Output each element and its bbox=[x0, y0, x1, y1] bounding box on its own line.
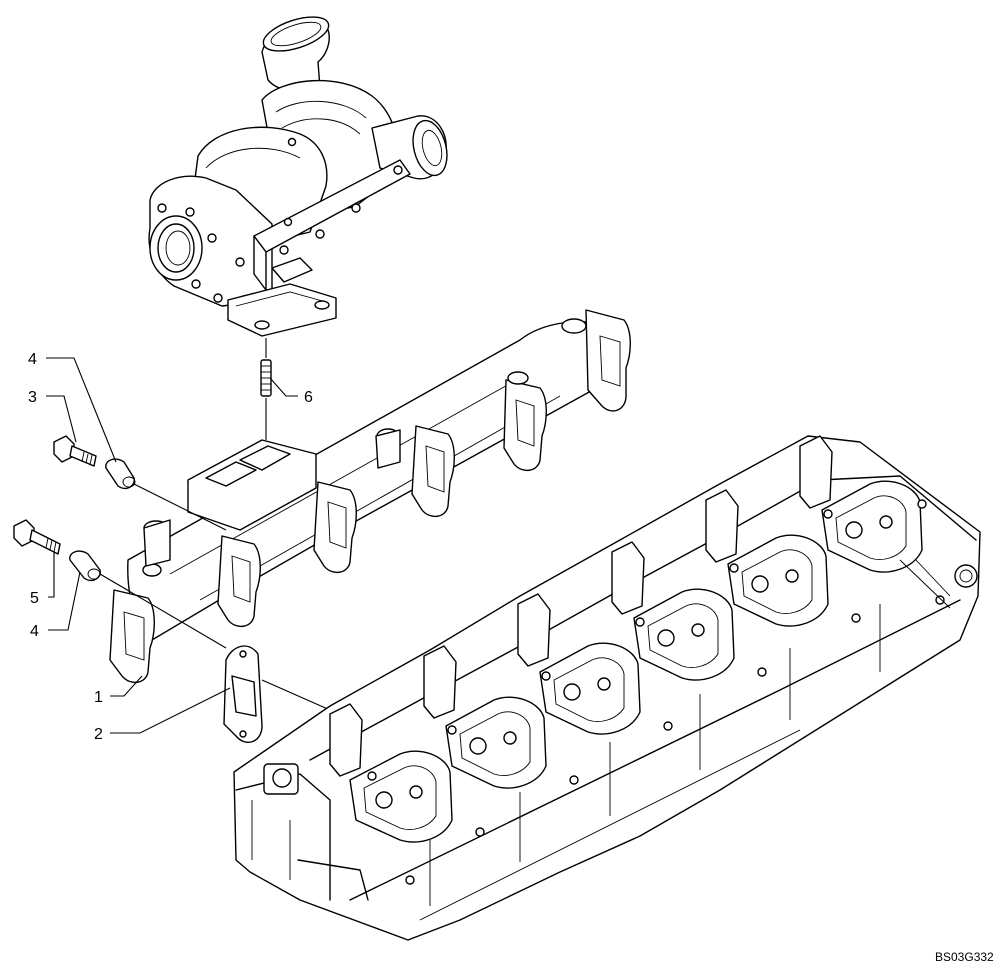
drawing-reference-code: BS03G332 bbox=[935, 950, 994, 964]
stud-part-6 bbox=[260, 359, 272, 397]
callout-5: 5 bbox=[30, 590, 39, 607]
cylinder-head bbox=[233, 435, 981, 941]
gasket-alignment-line bbox=[261, 679, 331, 711]
leader-4-upper bbox=[46, 357, 117, 463]
leader-3 bbox=[46, 395, 77, 443]
spacer-part-4-upper bbox=[105, 458, 136, 490]
callout-6: 6 bbox=[304, 389, 313, 406]
leader-6 bbox=[269, 377, 298, 397]
screw-alignment-line-lower bbox=[99, 573, 227, 649]
cap-screw-part-3 bbox=[53, 435, 97, 467]
exhaust-manifold bbox=[109, 309, 631, 683]
callout-4-upper: 4 bbox=[28, 351, 37, 368]
screw-alignment-line-upper bbox=[133, 483, 227, 531]
turbocharger bbox=[148, 16, 448, 337]
leader-4-lower bbox=[48, 571, 81, 631]
cylinder-pockets bbox=[349, 480, 923, 843]
spacer-part-4-lower bbox=[69, 550, 101, 582]
manifold-port-flanges bbox=[109, 309, 631, 683]
leader-2 bbox=[110, 687, 231, 734]
callout-2: 2 bbox=[94, 726, 103, 743]
callout-1: 1 bbox=[94, 689, 103, 706]
callout-3: 3 bbox=[28, 389, 37, 406]
leader-5 bbox=[48, 552, 55, 598]
cap-screw-part-5 bbox=[13, 519, 61, 555]
callout-4-lower: 4 bbox=[30, 623, 39, 640]
callout-leaders bbox=[46, 357, 298, 734]
leader-1 bbox=[110, 675, 143, 697]
gasket-part-2 bbox=[223, 645, 263, 744]
head-exhaust-ports bbox=[329, 435, 833, 777]
